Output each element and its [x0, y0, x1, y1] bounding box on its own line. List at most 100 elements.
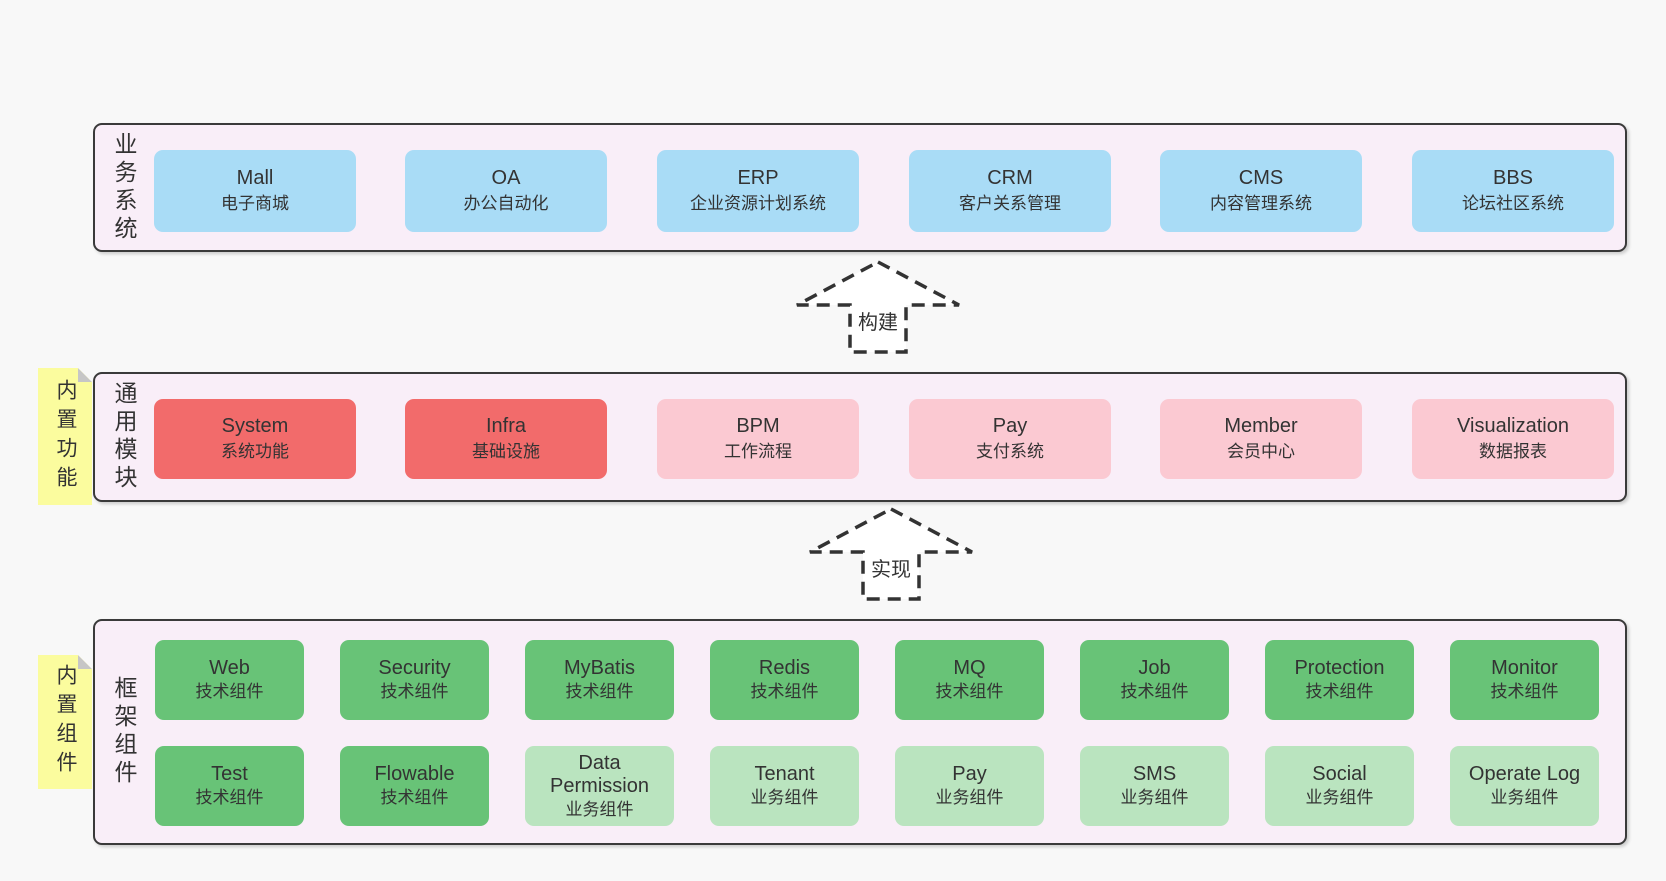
node-bbs: BBS 论坛社区系统 [1412, 150, 1614, 232]
node-member: Member 会员中心 [1160, 399, 1362, 479]
node-mybatis: MyBatis 技术组件 [525, 640, 674, 720]
node-subtitle: 业务组件 [750, 788, 819, 807]
node-subtitle: 电子商城 [221, 194, 289, 213]
node-title: Web [209, 657, 250, 679]
node-pay-module: Pay 支付系统 [909, 399, 1111, 479]
node-subtitle: 业务组件 [935, 788, 1004, 807]
node-subtitle: 技术组件 [750, 682, 819, 701]
node-sms: SMS 业务组件 [1080, 746, 1229, 826]
node-subtitle: 数据报表 [1479, 442, 1547, 461]
node-title: OA [491, 167, 521, 189]
node-job: Job 技术组件 [1080, 640, 1229, 720]
node-subtitle: 客户关系管理 [959, 194, 1061, 213]
node-title: Redis [758, 657, 811, 679]
node-subtitle: 内容管理系统 [1210, 194, 1312, 213]
node-subtitle: 技术组件 [380, 788, 449, 807]
sticky-label: 内置功能 [54, 378, 77, 495]
implement-arrow-icon: 实现 [806, 506, 976, 604]
implement-arrow-label: 实现 [871, 558, 911, 581]
node-title: CMS [1238, 167, 1284, 189]
node-subtitle: 技术组件 [1305, 682, 1374, 701]
node-subtitle: 系统功能 [221, 442, 289, 461]
node-subtitle: 基础设施 [472, 442, 540, 461]
sticky-fold-corner [78, 655, 92, 669]
node-security: Security 技术组件 [340, 640, 489, 720]
sticky-label: 内置组件 [54, 664, 77, 780]
node-oa: OA 办公自动化 [405, 150, 607, 232]
node-title: BBS [1492, 167, 1534, 189]
node-erp: ERP 企业资源计划系统 [657, 150, 859, 232]
node-subtitle: 业务组件 [565, 799, 634, 819]
node-title: Mall [236, 167, 274, 189]
node-subtitle: 技术组件 [935, 682, 1004, 701]
node-subtitle: 技术组件 [565, 682, 634, 701]
node-bpm: BPM 工作流程 [657, 399, 859, 479]
section-common-modules-label: 通用模块 [111, 381, 137, 493]
node-subtitle: 技术组件 [195, 682, 264, 701]
node-redis: Redis 技术组件 [710, 640, 859, 720]
section-framework-components: 框架组件 Web 技术组件 Security 技术组件 MyBatis 技术组件… [93, 619, 1627, 845]
node-cms: CMS 内容管理系统 [1160, 150, 1362, 232]
node-social: Social 业务组件 [1265, 746, 1414, 826]
sticky-built-in-features: 内置功能 [38, 368, 92, 505]
node-title: MQ [953, 657, 986, 679]
node-title: Tenant [754, 763, 815, 785]
node-subtitle: 支付系统 [976, 442, 1044, 461]
node-subtitle: 企业资源计划系统 [690, 194, 826, 213]
node-subtitle: 论坛社区系统 [1462, 194, 1564, 213]
node-flowable: Flowable 技术组件 [340, 746, 489, 826]
section-common-modules: 通用模块 System 系统功能 Infra 基础设施 BPM 工作流程 Pay… [93, 372, 1627, 502]
node-title: Protection [1294, 657, 1385, 679]
node-data-permission: Data Permission 业务组件 [525, 746, 674, 826]
node-protection: Protection 技术组件 [1265, 640, 1414, 720]
node-title: Pay [992, 415, 1028, 437]
node-title: Infra [485, 415, 527, 437]
node-title: Operate Log [1468, 763, 1581, 785]
node-title: Job [1138, 657, 1171, 679]
node-title: Visualization [1457, 415, 1569, 437]
node-web: Web 技术组件 [155, 640, 304, 720]
node-subtitle: 技术组件 [380, 682, 449, 701]
node-subtitle: 办公自动化 [463, 194, 549, 213]
build-arrow-icon: 构建 [793, 259, 963, 357]
node-subtitle: 业务组件 [1305, 788, 1374, 807]
node-title: Data Permission [550, 751, 649, 797]
build-arrow-label: 构建 [858, 311, 898, 334]
node-operate-log: Operate Log 业务组件 [1450, 746, 1599, 826]
node-subtitle: 工作流程 [724, 442, 792, 461]
node-pay-component: Pay 业务组件 [895, 746, 1044, 826]
node-mq: MQ 技术组件 [895, 640, 1044, 720]
node-title: Security [378, 657, 451, 679]
node-subtitle: 技术组件 [1490, 682, 1559, 701]
sticky-fold-corner [78, 368, 92, 382]
node-system: System 系统功能 [154, 399, 356, 479]
node-test: Test 技术组件 [155, 746, 304, 826]
sticky-built-in-components: 内置组件 [38, 655, 92, 789]
node-title: MyBatis [563, 657, 636, 679]
node-title: BPM [736, 415, 780, 437]
section-business-systems: 业务系统 Mall 电子商城 OA 办公自动化 ERP 企业资源计划系统 CRM… [93, 123, 1627, 252]
node-subtitle: 业务组件 [1120, 788, 1189, 807]
node-subtitle: 会员中心 [1227, 442, 1295, 461]
node-title: System [221, 415, 289, 437]
node-tenant: Tenant 业务组件 [710, 746, 859, 826]
node-title: Pay [952, 763, 987, 785]
section-framework-components-label: 框架组件 [111, 676, 137, 788]
node-title: Monitor [1491, 657, 1558, 679]
node-title: Member [1224, 415, 1298, 437]
node-subtitle: 业务组件 [1490, 788, 1559, 807]
node-monitor: Monitor 技术组件 [1450, 640, 1599, 720]
node-title: Test [211, 763, 248, 785]
node-title: SMS [1132, 763, 1177, 785]
node-subtitle: 技术组件 [1120, 682, 1189, 701]
node-title: ERP [737, 167, 779, 189]
node-visualization: Visualization 数据报表 [1412, 399, 1614, 479]
node-title: Flowable [374, 763, 455, 785]
node-crm: CRM 客户关系管理 [909, 150, 1111, 232]
node-title: Social [1312, 763, 1367, 785]
node-title: CRM [987, 167, 1033, 189]
node-mall: Mall 电子商城 [154, 150, 356, 232]
node-infra: Infra 基础设施 [405, 399, 607, 479]
section-business-systems-label: 业务系统 [111, 131, 137, 244]
node-subtitle: 技术组件 [195, 788, 264, 807]
